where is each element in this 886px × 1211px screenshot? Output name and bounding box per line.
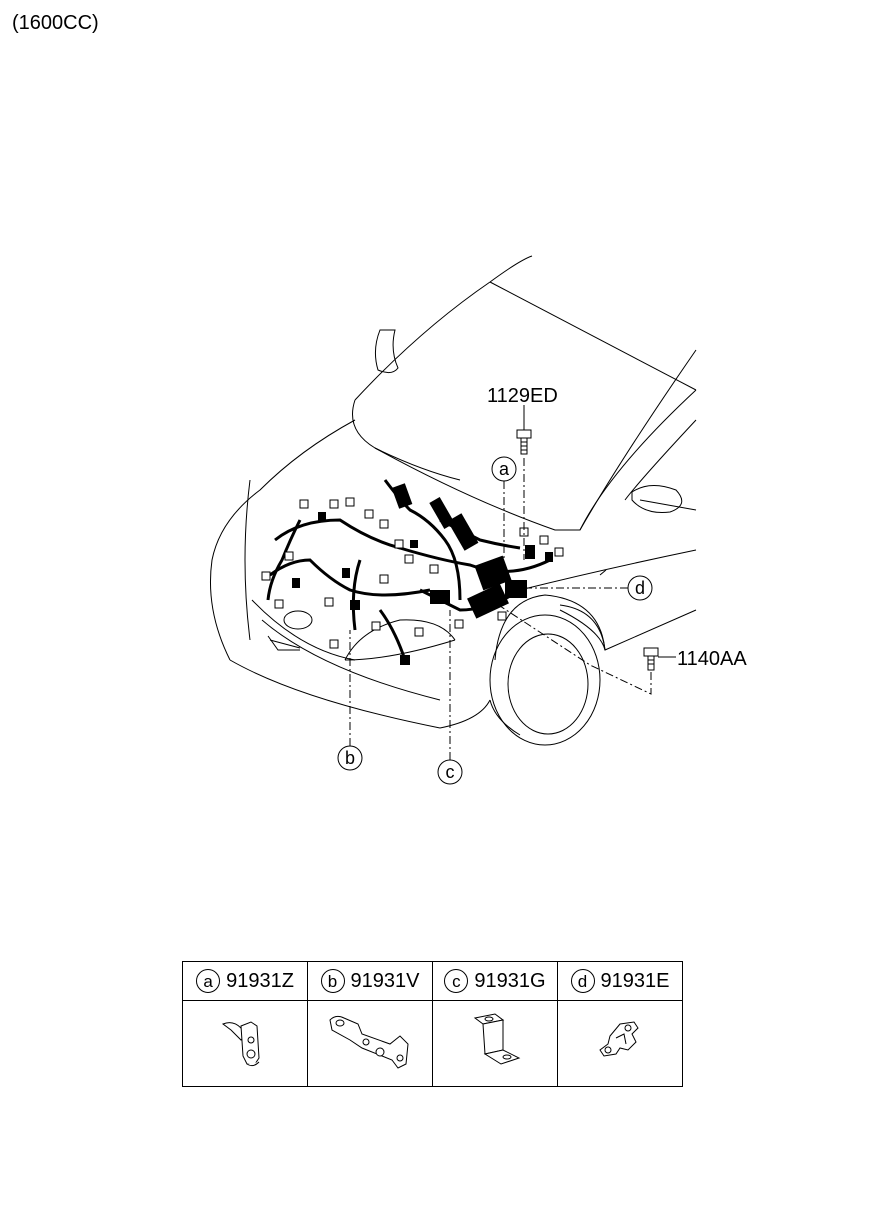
engine-variant-label: (1600CC) (12, 12, 99, 34)
callout-a-label: a (499, 459, 510, 479)
long-bracket-icon (329, 1015, 409, 1069)
bolt-1140aa-label: 1140AA (677, 648, 747, 670)
part-d-number: 91931E (600, 969, 670, 992)
part-a-number: 91931Z (226, 969, 294, 992)
part-a-image-cell (182, 1000, 308, 1087)
z-bracket-icon (473, 1013, 521, 1065)
callout-c-label: c (446, 762, 455, 782)
callout-d-label: d (635, 578, 645, 598)
part-c-number: 91931G (474, 969, 546, 992)
parts-table-image-row (182, 1000, 683, 1087)
clip-bracket-icon (221, 1021, 260, 1067)
callout-b-label: b (345, 748, 355, 768)
part-c-letter: c (444, 969, 469, 993)
part-b-letter: b (320, 969, 345, 993)
harness-connectors (261, 497, 564, 649)
part-a-letter: a (196, 969, 221, 993)
part-d-image-cell (557, 1000, 683, 1087)
small-bracket-icon (599, 1021, 639, 1057)
bolt-1129ed-icon (516, 429, 532, 455)
part-c-image-cell (432, 1000, 558, 1087)
part-d-letter: d (570, 969, 595, 993)
part-b-image-cell (307, 1000, 433, 1087)
car-body-outline (210, 255, 697, 746)
bolt-1140aa-icon (643, 647, 659, 671)
harness-blocks (292, 483, 553, 665)
bolt-1129ed-label: 1129ED (487, 385, 558, 407)
part-b-number: 91931V (350, 969, 420, 992)
